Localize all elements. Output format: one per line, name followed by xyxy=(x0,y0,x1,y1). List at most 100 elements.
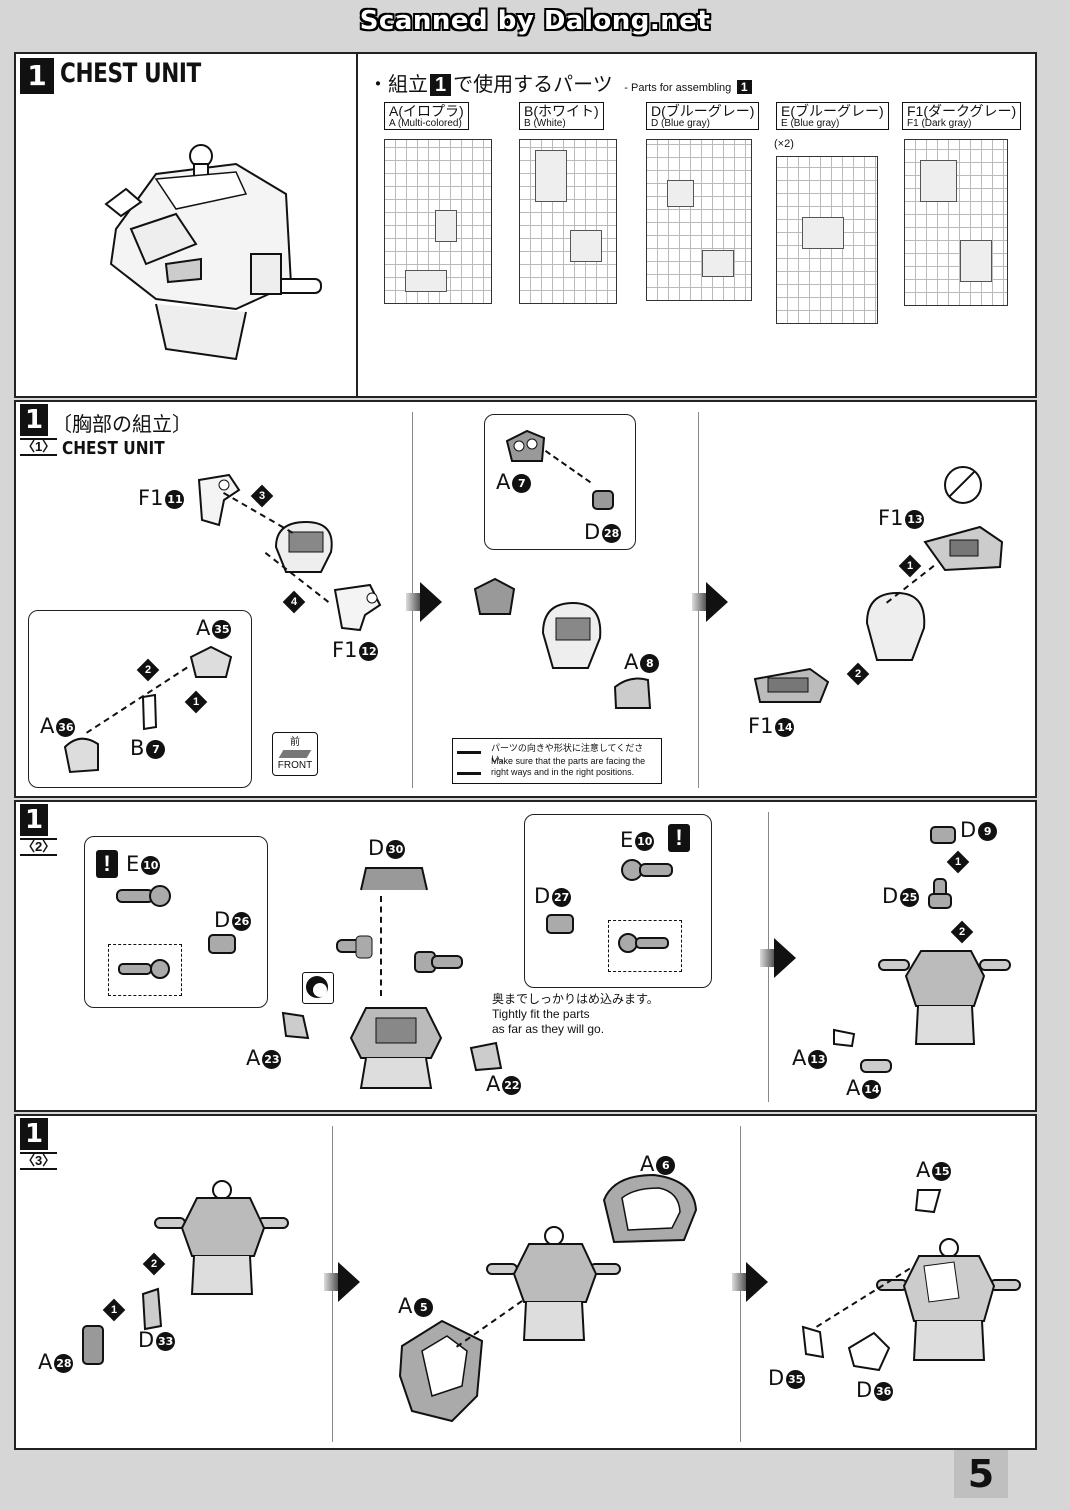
no-cut-icon xyxy=(944,466,982,504)
watermark-text: Scanned by Dalong.net xyxy=(359,6,711,36)
part-d9 xyxy=(930,826,956,844)
flow-arrow-2 xyxy=(692,582,728,622)
order-mark-1-inset: 1 xyxy=(184,690,208,714)
header-step-number: 1 xyxy=(20,58,54,94)
caution-icon-left: ! xyxy=(96,850,118,878)
chest-core-section-2 xyxy=(349,1007,443,1089)
flow-arrow-1 xyxy=(406,582,442,622)
part-e10-detail-right xyxy=(618,933,669,953)
part-d36 xyxy=(847,1331,891,1372)
order-mark-3: 3 xyxy=(250,484,274,508)
detail-box-left xyxy=(108,944,182,996)
flow-arrow-3 xyxy=(760,938,796,978)
part-e10-right xyxy=(621,859,673,881)
runner-b-diagram xyxy=(519,139,617,304)
order-mark-2-inset: 2 xyxy=(136,658,160,682)
part-d30 xyxy=(360,867,428,891)
header-title: CHEST UNIT xyxy=(60,58,201,89)
section-3-step-number: 1 xyxy=(20,1118,48,1150)
part-a14 xyxy=(860,1059,892,1073)
runner-e-diagram xyxy=(776,156,878,324)
shoulder-part-f1-12 xyxy=(333,583,382,632)
section-2-step-number: 1 xyxy=(20,804,48,836)
chest-core-s3-mid xyxy=(486,1226,621,1341)
thumb-press-icon xyxy=(302,972,334,1004)
header-divider xyxy=(356,54,358,396)
part-a8 xyxy=(613,677,652,709)
order-mark-2-s3: 2 xyxy=(142,1252,166,1276)
order-mark-4: 4 xyxy=(282,590,306,614)
chest-core-right xyxy=(865,591,926,661)
part-a7-detail xyxy=(505,429,546,462)
section-1-step-number: 1 xyxy=(20,404,48,436)
part-a15 xyxy=(914,1189,942,1214)
part-a22 xyxy=(469,1041,503,1072)
part-d33 xyxy=(141,1287,163,1331)
chest-unit-illustration xyxy=(104,144,322,361)
order-mark-2-right: 2 xyxy=(846,662,870,686)
part-f1-13 xyxy=(923,525,1004,572)
part-d27 xyxy=(546,914,574,934)
detail-box-right xyxy=(608,920,682,972)
part-a36 xyxy=(63,737,99,774)
section-1-sub-number: 〈1〉 xyxy=(20,438,58,456)
part-d25 xyxy=(928,878,952,909)
part-b7 xyxy=(141,693,158,731)
chest-core-middle xyxy=(541,601,602,669)
order-mark-1-s2: 1 xyxy=(946,850,970,874)
detail-inset-chest-core xyxy=(28,610,252,788)
runner-label-a: A(イロプラ)A (Multi-colored) xyxy=(384,102,469,130)
part-a6 xyxy=(602,1173,698,1244)
part-f1-14 xyxy=(753,667,830,703)
part-d35 xyxy=(801,1325,825,1359)
part-a35 xyxy=(189,645,233,678)
section-2-sub-number: 〈2〉 xyxy=(20,838,58,856)
runner-label-d: D(ブルーグレー)D (Blue gray) xyxy=(646,102,760,130)
notice-box: パーツの向きや形状に注意してください。 Make sure that the p… xyxy=(452,738,662,784)
assembly-line-vertical xyxy=(380,896,382,996)
part-a13 xyxy=(833,1028,856,1048)
runner-label-e: E(ブルーグレー)E (Blue gray) xyxy=(776,102,889,130)
flow-arrow-5 xyxy=(732,1262,768,1302)
section-3-sub-number: 〈3〉 xyxy=(20,1152,58,1170)
chest-core-s2-right xyxy=(878,950,1011,1045)
fit-instruction: 奥までしっかりはめ込みます。 Tightly fit the parts as … xyxy=(492,992,659,1036)
part-d28 xyxy=(592,490,614,510)
runner-e-count: (×2) xyxy=(774,138,794,150)
part-e10-left xyxy=(116,885,171,907)
runner-f1-diagram xyxy=(904,139,1008,306)
runner-label-f1: F1(ダークグレー)F1 (Dark gray) xyxy=(902,102,1022,130)
part-d26-center xyxy=(336,935,373,959)
section-1-jp-title: 〔胸部の組立〕 xyxy=(52,414,192,436)
shoulder-part-f1-11 xyxy=(197,473,241,527)
runner-label-b: B(ホワイト)B (White) xyxy=(519,102,604,130)
part-a28 xyxy=(82,1325,104,1365)
